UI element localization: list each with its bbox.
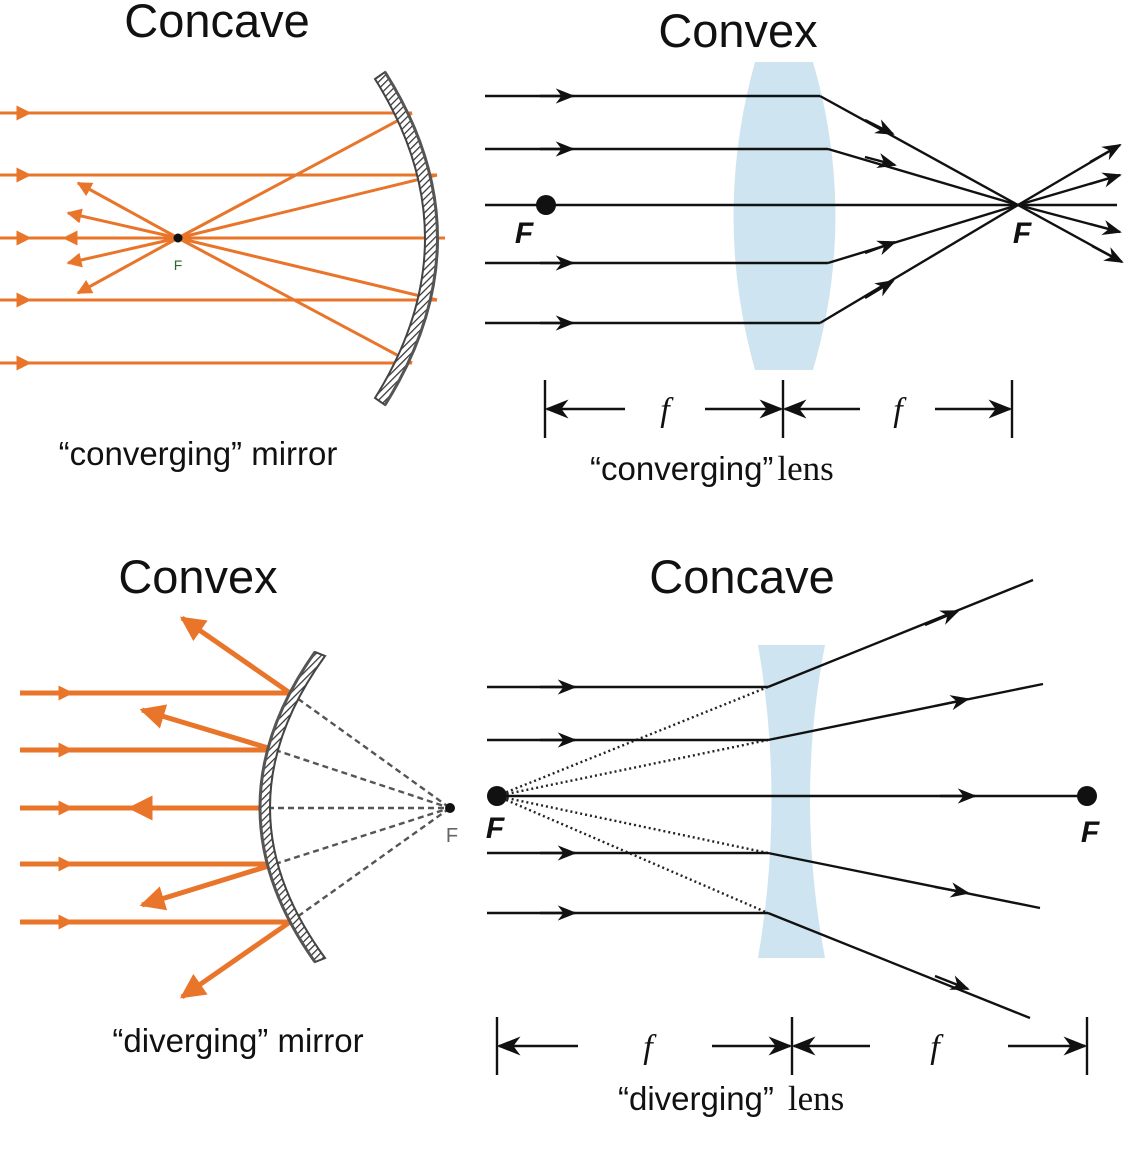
arrow-icon xyxy=(934,974,970,991)
reflected-ray xyxy=(177,236,438,302)
caption-word: lens xyxy=(777,449,833,488)
concave-lens-dimension: f f xyxy=(495,1017,1089,1075)
arrow-icon xyxy=(924,609,960,627)
refracted-ray xyxy=(767,682,1044,742)
refracted-ray xyxy=(767,578,1034,689)
focal-label: F xyxy=(446,825,458,847)
convex-lens-dimension: f f xyxy=(543,380,1014,438)
convex-mirror-panel: Convex xyxy=(20,550,458,1059)
arrow-icon xyxy=(1089,220,1122,235)
dimension-label-right: f xyxy=(893,392,907,429)
reflected-ray xyxy=(179,615,292,696)
refracted-ray xyxy=(827,203,1121,265)
refracted-ray xyxy=(819,203,1123,325)
arrow-icon xyxy=(1089,143,1122,164)
convex-mirror-title: Convex xyxy=(118,550,277,603)
concave-mirror-caption: “converging” mirror xyxy=(59,435,338,472)
reflected-ray xyxy=(177,111,413,240)
virtual-ray xyxy=(496,794,769,915)
arrow-icon xyxy=(864,240,897,256)
focal-point-left xyxy=(487,786,507,806)
focal-label-left: F xyxy=(515,217,534,250)
convex-mirror-caption: “diverging” mirror xyxy=(112,1022,363,1059)
reflected-ray xyxy=(179,919,292,1000)
caption-quoted: “diverging” xyxy=(618,1080,774,1117)
reflected-ray xyxy=(66,236,179,268)
virtual-ray xyxy=(274,806,451,866)
arrow-icon xyxy=(934,695,970,711)
reflected-ray xyxy=(76,236,179,295)
concave-mirror-title: Concave xyxy=(124,0,310,47)
arrow-icon xyxy=(1089,172,1122,188)
virtual-ray xyxy=(496,685,769,798)
concave-lens-panel: Concave xyxy=(486,550,1100,1118)
concave-lens-incident-rays xyxy=(487,679,768,921)
concave-lens-caption: “diverging” lens xyxy=(618,1079,844,1118)
arrow-icon xyxy=(864,118,895,136)
dimension-label-left: f xyxy=(643,1029,657,1066)
concave-mirror-edge xyxy=(383,71,439,406)
focal-point-right xyxy=(1077,786,1097,806)
focal-label-left: F xyxy=(486,812,505,845)
arrow-icon xyxy=(864,279,895,300)
arrow-icon xyxy=(1091,244,1124,264)
refracted-ray xyxy=(827,147,1121,207)
concave-lens-title: Concave xyxy=(649,550,835,603)
convex-lens-panel: Convex F F xyxy=(485,4,1124,488)
focal-point xyxy=(445,803,455,813)
focal-label: F xyxy=(174,257,183,273)
reflected-ray xyxy=(177,173,438,240)
focal-point xyxy=(173,233,183,243)
concave-mirror-reflected-rays xyxy=(62,111,438,365)
concave-lens-virtual-rays xyxy=(496,685,769,915)
arrow-icon xyxy=(934,882,970,898)
convex-mirror-virtual-rays xyxy=(268,692,451,923)
concave-lens-shape xyxy=(758,645,825,958)
reflected-ray xyxy=(177,236,413,365)
reflected-ray xyxy=(139,861,276,911)
convex-lens-caption: “converging”lens xyxy=(590,449,834,488)
convex-mirror-edge xyxy=(258,651,317,963)
caption-quoted: “converging” xyxy=(590,450,773,487)
convex-lens-incident-rays xyxy=(485,88,828,331)
convex-lens-shape xyxy=(733,62,836,370)
focal-point-left xyxy=(536,195,556,215)
arrow-icon xyxy=(864,153,897,168)
virtual-ray xyxy=(496,738,769,798)
concave-mirror-panel: Concave F “convergi xyxy=(0,0,445,472)
reflected-ray xyxy=(66,208,179,240)
refracted-ray xyxy=(767,911,1031,1020)
convex-lens-refracted-rays xyxy=(819,94,1124,325)
reflected-ray xyxy=(139,704,276,753)
refracted-ray xyxy=(767,851,1041,910)
virtual-ray xyxy=(289,807,451,923)
concave-lens-refracted-rays xyxy=(767,578,1044,1020)
virtual-ray xyxy=(274,748,451,810)
virtual-ray xyxy=(289,692,451,809)
reflected-ray xyxy=(76,181,179,240)
convex-lens-title: Convex xyxy=(658,4,817,57)
dimension-label-right: f xyxy=(930,1029,944,1066)
virtual-ray xyxy=(496,794,769,855)
convex-mirror-reflected-rays xyxy=(127,615,292,1000)
caption-word: lens xyxy=(788,1079,844,1118)
focal-label-right: F xyxy=(1013,217,1032,250)
dimension-label-left: f xyxy=(660,392,674,429)
focal-label-right: F xyxy=(1081,816,1100,849)
